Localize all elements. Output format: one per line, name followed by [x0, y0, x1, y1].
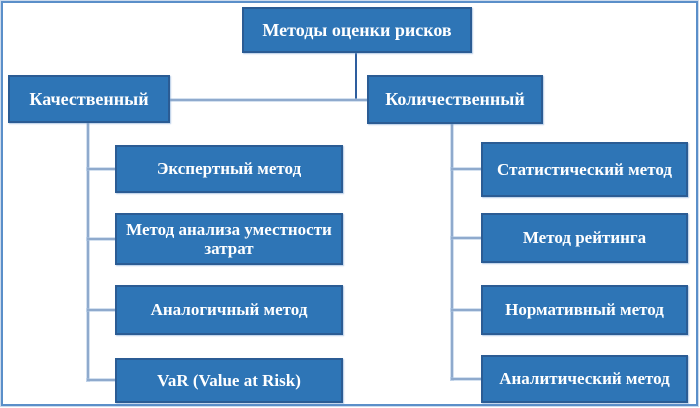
connector-left-trunk [87, 123, 89, 381]
connector-left-branch-4 [87, 379, 115, 381]
node-rating-method: Метод рейтинга [481, 213, 688, 263]
node-analogy-method-label: Аналогичный метод [150, 300, 308, 320]
node-branch-qualitative: Качественный [8, 75, 170, 123]
connector-right-trunk [451, 124, 453, 380]
connector-right-branch-2 [451, 237, 481, 239]
node-analogy-method: Аналогичный метод [115, 285, 343, 335]
connector-right-branch-4 [451, 378, 481, 380]
connector-left-branch-3 [87, 309, 115, 311]
node-var-method: VaR (Value at Risk) [115, 358, 343, 403]
node-branch-qualitative-label: Качественный [29, 88, 149, 109]
node-normative-method-label: Нормативный метод [505, 300, 664, 320]
node-cost-appropriateness-method: Метод анализа уместности затрат [115, 213, 343, 265]
node-cost-appropriateness-method-label: Метод анализа уместности затрат [126, 219, 332, 258]
connector-left-branch-1 [87, 168, 115, 170]
node-branch-quantitative: Количественный [367, 75, 543, 124]
node-statistical-method: Статистический метод [481, 142, 688, 197]
node-branch-quantitative-label: Количественный [385, 89, 525, 110]
node-analytical-method: Аналитический метод [481, 355, 688, 403]
node-analytical-method-label: Аналитический метод [499, 369, 670, 389]
node-rating-method-label: Метод рейтинга [522, 228, 647, 248]
connector-left-branch-2 [87, 238, 115, 240]
node-root: Методы оценки рисков [242, 7, 472, 53]
connector-right-branch-3 [451, 309, 481, 311]
connector-right-branch-1 [451, 168, 481, 170]
node-statistical-method-label: Статистический метод [497, 159, 672, 179]
node-var-method-label: VaR (Value at Risk) [157, 370, 301, 390]
connector-branch-headers [170, 99, 367, 101]
node-expert-method: Экспертный метод [115, 145, 343, 193]
node-normative-method: Нормативный метод [481, 285, 688, 335]
connector-root-drop [355, 53, 357, 100]
node-root-label: Методы оценки рисков [262, 19, 452, 40]
node-expert-method-label: Экспертный метод [156, 159, 302, 179]
